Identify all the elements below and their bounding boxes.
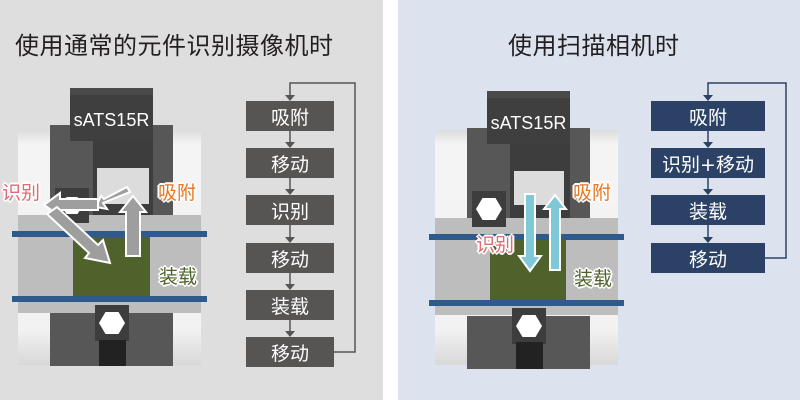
arrow-head-down-icon [285,284,295,290]
hex-nut-icon [99,312,125,334]
flow-step-mount: 装载 [651,195,765,225]
flow-connectors-right [703,82,787,259]
label-recognize: 识别 [476,234,515,256]
arrow-up-icon [541,193,569,271]
label-pickup: 吸附 [573,182,612,204]
flow-step-move: 移动 [651,243,765,273]
rail-line-bottom [12,296,207,302]
flow-connectors-left [285,82,356,353]
left-panel-standard-camera: 使用通常的元件识别摄像机时 sATS15R 识别 吸附 装载 [0,0,383,400]
label-mount: 装载 [574,268,613,290]
arrow-head-down-icon [285,331,295,337]
arrow-up-pickup [117,194,149,257]
arrow-head-down-icon [703,142,713,148]
lower-black-block [99,340,126,366]
camera-head-top [70,88,153,98]
arrow-head-down-icon [285,142,295,148]
camera-head-top [487,91,570,101]
flow-step-recognize: 识别 [246,195,334,225]
arrow-head-down-icon [703,95,713,101]
lower-camera-block [512,308,546,344]
right-panel-scan-camera: 使用扫描相机时 sATS15R 识别 吸附 装载 [398,0,800,400]
arrow-down-icon [517,193,543,273]
loop-back-line [707,82,787,259]
rail-line-bottom [429,300,624,306]
label-recognize: 识别 [2,182,41,204]
flow-step-pickup: 吸附 [246,101,334,131]
lower-black-block [516,342,543,369]
camera-block [472,191,506,227]
movement-arrows-left [42,185,149,265]
arrow-head-down-icon [285,237,295,243]
hex-nut-icon [476,198,502,220]
lower-camera-block [95,305,129,341]
label-pickup: 吸附 [158,182,197,204]
camera-head-label: sATS15R [70,95,153,141]
loop-back-line [289,82,356,353]
arrow-diag-mount [45,205,112,265]
left-panel-title: 使用通常的元件识别摄像机时 [15,32,334,60]
arrow-head-down-icon [285,95,295,101]
flow-step-pickup: 吸附 [651,101,765,131]
movement-arrows-right [517,193,569,273]
flow-step-move: 移动 [246,337,334,367]
rail-line-top [12,231,207,237]
flow-step-mount: 装载 [246,290,334,320]
arrow-head-down-icon [285,189,295,195]
flow-step-move: 移动 [246,148,334,178]
hex-nut-icon [516,315,542,337]
right-panel-title: 使用扫描相机时 [508,32,680,60]
arrow-head-down-icon [703,237,713,243]
arrow-head-down-icon [703,189,713,195]
camera-head-label: sATS15R [487,98,570,144]
flow-step-move: 移动 [246,243,334,273]
label-mount: 装载 [159,266,198,288]
flow-step-recognize-move: 识别+移动 [651,148,765,178]
